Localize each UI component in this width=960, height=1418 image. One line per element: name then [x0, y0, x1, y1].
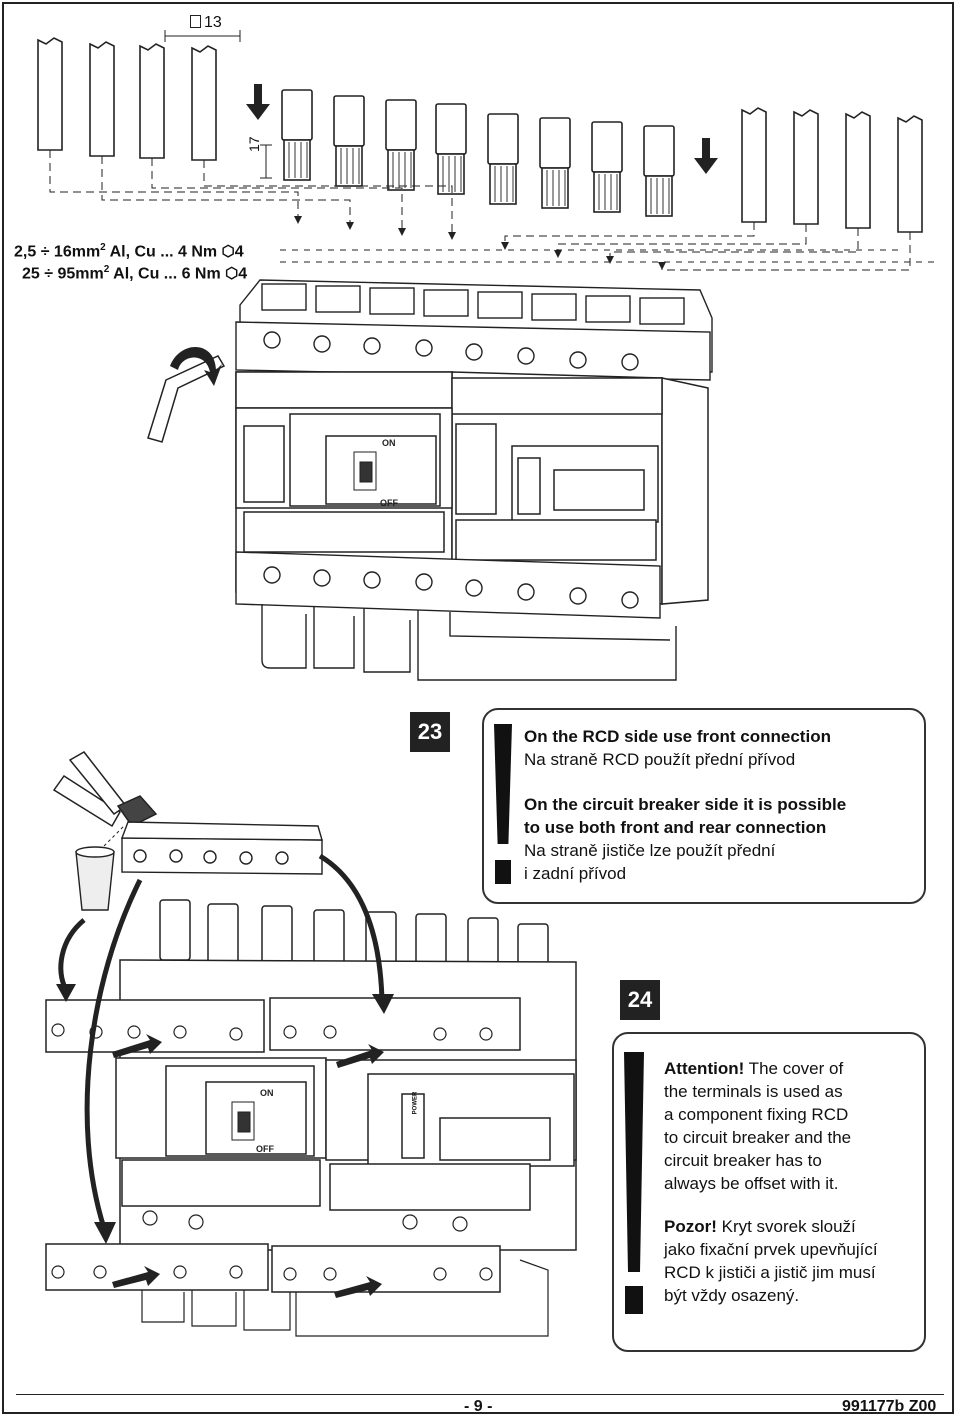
attention-line-1: Attention! The cover of	[664, 1059, 844, 1078]
busbar-4	[191, 45, 217, 161]
warning-exclamation-icon	[494, 724, 512, 894]
top-off-label: OFF	[380, 498, 398, 508]
step-23-line-4: to use both front and rear connection	[524, 818, 827, 837]
step-23-line-1: On the RCD side use front connection	[524, 727, 831, 746]
allen-key	[147, 355, 226, 443]
step-23-notice: On the RCD side use front connection Na …	[482, 708, 926, 904]
cable-lug-3	[385, 99, 417, 191]
rotate-arrow-icon	[170, 346, 222, 386]
pozor-line-2: jako fixační prvek upevňující	[664, 1240, 878, 1259]
step-23-line-2: Na straně RCD použít přední přívod	[524, 750, 796, 769]
step-23-line-5: Na straně jističe lze použít přední	[524, 841, 776, 860]
busbar-5	[741, 107, 767, 223]
breaker-toggle	[353, 451, 377, 491]
attention-line-5: circuit breaker has to	[664, 1151, 822, 1170]
busbar-8	[897, 115, 923, 233]
top-on-label: ON	[382, 438, 396, 448]
top-assembly-illustration: ON OFF	[37, 30, 940, 681]
cable-lug-2	[333, 95, 365, 187]
bottom-power-label: POWER	[412, 1091, 419, 1115]
attention-line-6: always be offset with it.	[664, 1174, 839, 1193]
footer-rule	[16, 1394, 944, 1395]
busbar-6	[793, 109, 819, 225]
cable-lug-4	[435, 103, 467, 195]
step-23-line-3: On the circuit breaker side it is possib…	[524, 795, 847, 814]
terminal-pockets	[261, 283, 685, 325]
busbar-1	[37, 37, 63, 151]
attention-line-3: a component fixing RCD	[664, 1105, 849, 1124]
dimension-13-label: 13	[190, 14, 222, 32]
torque-spec-1: 2,5 ÷ 16mm2 Al, Cu ... 4 Nm ⬡4	[14, 242, 244, 261]
hex-key-icon: ⬡	[225, 265, 239, 283]
busbar-7	[845, 111, 871, 229]
step-24-notice: Attention! The cover of the terminals is…	[612, 1032, 926, 1352]
attention-line-4: to circuit breaker and the	[664, 1128, 852, 1147]
cable-lug-8	[643, 125, 675, 217]
warning-exclamation-icon	[624, 1052, 644, 1342]
cable-lug-6	[539, 117, 571, 209]
pozor-line-3: RCD k jističi a jistič jim musí	[664, 1263, 876, 1282]
square-icon	[190, 15, 201, 28]
torque-spec-2: 25 ÷ 95mm2 Al, Cu ... 6 Nm ⬡4	[22, 264, 248, 283]
step-23-line-6: i zadní přívod	[524, 864, 627, 883]
cable-lug-1	[281, 89, 313, 181]
attention-line-2: the terminals is used as	[664, 1082, 843, 1101]
hex-key-icon: ⬡	[221, 243, 235, 261]
pozor-line-1: Pozor! Kryt svorek slouží	[664, 1217, 856, 1236]
terminal-screws	[263, 331, 639, 371]
pozor-line-4: být vždy osazený.	[664, 1286, 800, 1305]
cable-lug-5	[487, 113, 519, 205]
dimension-17-label: 17	[246, 136, 262, 152]
document-code: 991177b Z00	[842, 1398, 937, 1415]
busbar-2	[89, 41, 115, 157]
step-23-number: 23	[410, 712, 450, 752]
page-number: - 9 -	[464, 1398, 493, 1415]
busbar-3	[139, 43, 165, 159]
cable-lug-7	[591, 121, 623, 213]
step-24-number: 24	[620, 980, 660, 1020]
